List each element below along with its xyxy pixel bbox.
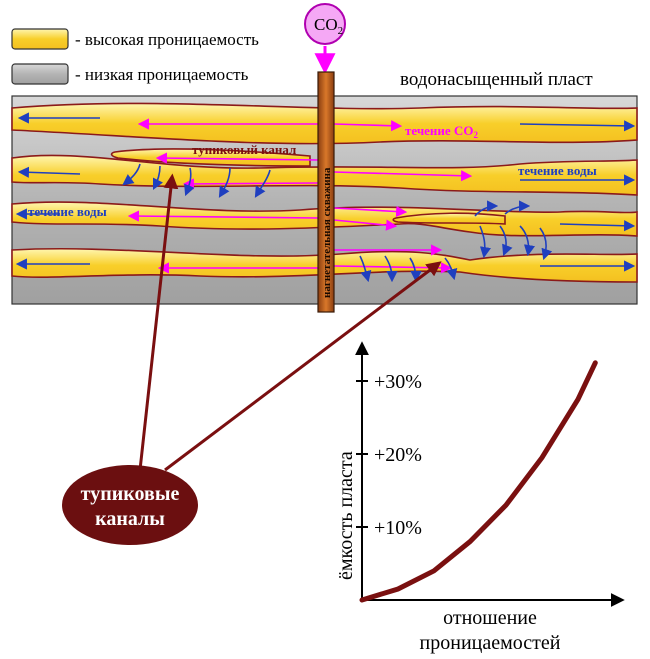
water-flow-label-right: течение воды [518, 163, 597, 178]
legend-low-label: - низкая проницаемость [75, 65, 249, 84]
injection-well: CO2 нагнетательная скважина [304, 3, 346, 313]
y-tick-label: +20% [374, 444, 422, 466]
co2-flow-label: течение CO2 [405, 123, 478, 140]
y-tick-label: +30% [374, 371, 422, 393]
y-tick-label: +10% [374, 517, 422, 539]
legend-high-label: - высокая проницаемость [75, 30, 259, 49]
y-axis-label: ёмкость пласта [335, 451, 357, 580]
y-ticks: +10% +20% +30% [356, 371, 422, 539]
callout-arrow-right [164, 261, 442, 472]
well-pipe [317, 71, 335, 313]
callout-arrows [138, 173, 442, 472]
callout-line-2: каналы [95, 508, 165, 530]
well-label: нагнетательная скважина [321, 167, 333, 298]
reservoir-label: водонасыщенный пласт [400, 69, 593, 90]
dead-end-channels-callout: тупиковые каналы [62, 465, 198, 545]
capacity-curve [359, 360, 598, 603]
co2-source-label: CO2 [314, 15, 343, 37]
x-axis-label-line-1: отношение [443, 607, 537, 629]
water-flow-label-left: течение воды [28, 204, 107, 219]
dead-end-channel-label: тупиковый канал [192, 142, 296, 157]
capacity-chart: +10% +20% +30% ёмкость пласта отношение пр… [335, 341, 625, 654]
callout-line-1: тупиковые [81, 483, 180, 505]
legend: - высокая проницаемость - низкая проница… [11, 28, 259, 85]
co2-source-circle [304, 3, 346, 45]
callout-arrow-left [138, 173, 179, 471]
legend-high-swatch [11, 28, 69, 50]
water-flow-arrows [15, 112, 636, 283]
x-axis-label-line-2: проницаемостей [420, 632, 561, 654]
legend-low-swatch [11, 63, 69, 85]
